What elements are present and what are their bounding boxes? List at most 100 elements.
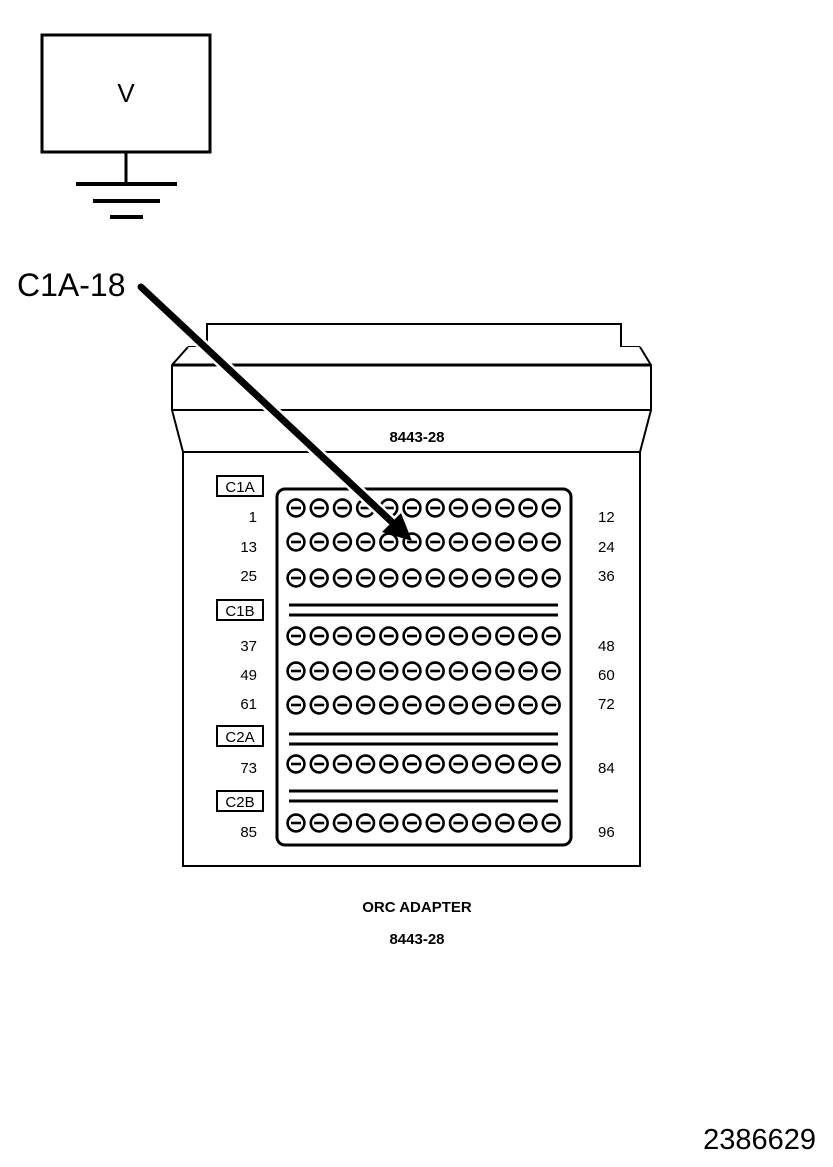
pin-socket-icon: [402, 626, 422, 646]
pin-socket-icon: [286, 754, 306, 774]
connector-tag: C2A: [225, 729, 254, 746]
pin-socket-icon: [471, 532, 492, 552]
pin-socket-icon: [471, 626, 492, 646]
callout-arrowhead-icon: [382, 513, 412, 541]
pin-socket-icon: [518, 695, 538, 715]
connector-c2a: C2A 73 84: [216, 725, 615, 777]
pin-socket-icon: [309, 568, 329, 588]
pin-socket-icon: [448, 661, 469, 681]
pin-socket-icon: [518, 661, 538, 681]
pin-socket-icon: [541, 754, 561, 774]
row-end-number: 12: [598, 509, 615, 526]
pin-socket-icon: [541, 695, 561, 715]
voltmeter: V: [40, 33, 212, 219]
pin-socket-icon: [471, 754, 492, 774]
pin-rows: [286, 498, 561, 833]
pin-socket-icon: [379, 813, 399, 833]
pin-socket-icon: [286, 695, 306, 715]
row-end-number: 72: [598, 696, 615, 713]
ground-icon: [76, 182, 177, 219]
pin-socket-icon: [448, 754, 469, 774]
pin-socket-icon: [355, 813, 376, 833]
pin-socket-icon: [448, 695, 469, 715]
pin-socket-icon: [495, 532, 515, 552]
row-end-number: 96: [598, 824, 615, 841]
voltmeter-symbol: V: [117, 78, 135, 108]
connector-c2b: C2B 85 96: [216, 790, 615, 841]
connector-c1b: C1B 37 48 49 60 61 72: [216, 599, 615, 713]
pin-socket-icon: [379, 568, 399, 588]
pin-socket-icon: [495, 498, 515, 518]
pin-row: [286, 568, 561, 588]
pin-socket-icon: [309, 532, 329, 552]
pin-socket-icon: [541, 626, 561, 646]
pin-socket-icon: [309, 695, 329, 715]
pin-socket-icon: [379, 626, 399, 646]
pin-socket-icon: [495, 626, 515, 646]
pin-socket-icon: [379, 661, 399, 681]
pin-socket-icon: [425, 813, 445, 833]
pin-socket-icon: [309, 754, 329, 774]
row-end-number: 48: [598, 638, 615, 655]
pin-socket-icon: [309, 498, 329, 518]
adapter-caption-number: 8443-28: [389, 931, 444, 948]
pin-socket-icon: [471, 498, 492, 518]
pin-socket-icon: [495, 754, 515, 774]
callout-arrow-line: [137, 283, 398, 528]
pin-socket-icon: [286, 661, 306, 681]
pin-socket-icon: [541, 813, 561, 833]
pin-socket-icon: [332, 661, 353, 681]
pin-socket-icon: [448, 498, 469, 518]
pin-socket-icon: [448, 626, 469, 646]
connector-c1a: C1A 1 12 13 24 25 36: [216, 475, 615, 585]
pin-socket-icon: [518, 498, 538, 518]
pin-socket-icon: [425, 626, 445, 646]
row-start-number: 37: [240, 638, 257, 655]
pin-socket-icon: [471, 661, 492, 681]
pin-row: [286, 813, 561, 833]
pin-socket-icon: [402, 695, 422, 715]
pin-socket-icon: [402, 532, 422, 552]
pin-socket-icon: [286, 626, 306, 646]
pin-socket-icon: [355, 626, 376, 646]
pin-socket-icon: [425, 754, 445, 774]
row-start-number: 25: [240, 568, 257, 585]
pin-socket-icon: [448, 532, 469, 552]
pin-socket-icon: [402, 498, 422, 518]
pin-socket-icon: [448, 813, 469, 833]
row-end-number: 84: [598, 760, 615, 777]
row-start-number: 49: [240, 667, 257, 684]
row-end-number: 60: [598, 667, 615, 684]
pin-socket-icon: [541, 661, 561, 681]
pin-socket-icon: [518, 813, 538, 833]
pin-row: [286, 754, 561, 774]
pin-socket-icon: [425, 661, 445, 681]
pin-socket-icon: [495, 568, 515, 588]
pin-socket-icon: [495, 661, 515, 681]
pin-socket-icon: [425, 568, 445, 588]
adapter-top-label: 8443-28: [389, 429, 444, 446]
pin-socket-icon: [471, 695, 492, 715]
connector-tag: C1A: [225, 479, 254, 496]
pin-socket-icon: [402, 568, 422, 588]
pin-socket-icon: [425, 695, 445, 715]
pin-socket-icon: [309, 813, 329, 833]
pin-socket-icon: [541, 498, 561, 518]
pin-socket-icon: [518, 532, 538, 552]
adapter-caption-name: ORC ADAPTER: [362, 899, 472, 916]
adapter-housing: 8443-28: [171, 323, 652, 867]
pin-socket-icon: [286, 568, 306, 588]
connector-tag: C1B: [225, 603, 254, 620]
pin-row: [286, 695, 561, 715]
pin-socket-icon: [332, 626, 353, 646]
row-start-number: 1: [249, 509, 257, 526]
pin-socket-icon: [355, 568, 376, 588]
pin-socket-icon: [379, 695, 399, 715]
pin-socket-icon: [332, 813, 353, 833]
pin-socket-icon: [379, 532, 399, 552]
pin-socket-icon: [448, 568, 469, 588]
row-start-number: 61: [240, 696, 257, 713]
pin-socket-icon: [332, 532, 353, 552]
pin-socket-icon: [425, 498, 445, 518]
pin-socket-icon: [518, 754, 538, 774]
